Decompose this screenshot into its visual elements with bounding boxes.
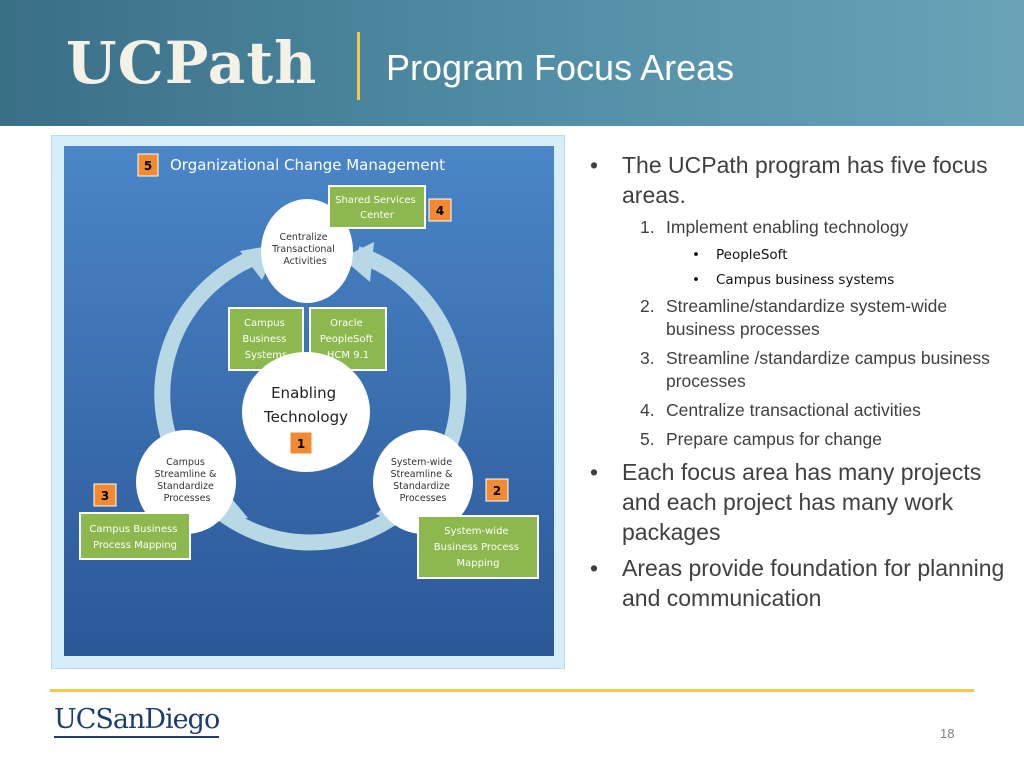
number-badge-4 [428,198,452,222]
bullet-foundation: • Areas provide foundation for planning … [586,553,1006,613]
focus-areas-diagram: 5 Organizational Change Management Centr… [51,135,565,669]
sub-bullet-marker: • [692,272,700,288]
list-number: 2. [640,296,655,316]
campus-business-systems-label: Campus Business Systems [242,318,289,361]
number-badge-5-label: 5 [144,159,152,173]
campus-process-mapping-box [79,512,191,560]
sub-item-peoplesoft: • PeopleSoft [586,245,1006,265]
header-band: UCPath Program Focus Areas [0,0,1024,126]
list-text: Streamline/standardize system-wide busin… [666,296,948,339]
sub-bullet-text: PeopleSoft [716,247,788,263]
bullet-list: • The UCPath program has five focus area… [586,150,1006,619]
focus-area-5: 5. Prepare campus for change [586,428,1006,451]
bullet-text: Each focus area has many projects and ea… [622,459,982,545]
enabling-technology-label: Enabling Technology [263,384,348,426]
focus-area-1: 1. Implement enabling technology [586,216,1006,239]
list-number: 1. [640,217,655,237]
header-divider [357,32,360,100]
oracle-peoplesoft-label: Oracle PeopleSoft HCM 9.1 [320,318,376,361]
list-number: 3. [640,348,655,368]
number-badge-5 [137,153,159,177]
page-number: 18 [940,726,955,741]
list-text: Prepare campus for change [666,429,882,449]
focus-area-4: 4. Centralize transactional activities [586,399,1006,422]
list-text: Centralize transactional activities [666,400,921,420]
list-text: Implement enabling technology [666,217,909,237]
cycle-ring [154,246,467,551]
systemwide-streamline-label: System-wide Streamline & Standardize Pro… [391,457,456,504]
campus-streamline-circle [136,430,236,534]
diagram-canvas: 5 Organizational Change Management Centr… [64,146,554,656]
enabling-technology-circle [242,352,370,472]
bullet-text: The UCPath program has five focus areas. [622,152,988,208]
bullet-projects: • Each focus area has many projects and … [586,457,1006,547]
cycle-arrow-top-right [342,242,374,282]
number-badge-2-label: 2 [493,484,501,498]
ucpath-logo: UCPath [66,29,318,97]
list-number: 5. [640,429,655,449]
systemwide-streamline-circle [373,430,473,534]
systemwide-process-mapping-box [417,515,539,579]
number-badge-1-label: 1 [297,437,305,451]
number-badge-2 [485,478,509,502]
list-text: Streamline /standardize campus business … [666,348,990,391]
slide-title: Program Focus Areas [386,47,735,88]
bullet-marker: • [590,459,599,485]
bullet-marker: • [590,555,599,581]
ocm-title: Organizational Change Management [170,156,445,174]
focus-area-2: 2. Streamline/standardize system-wide bu… [586,295,1006,341]
sub-bullet-marker: • [692,247,700,263]
focus-area-3: 3. Streamline /standardize campus busine… [586,347,1006,393]
footer-divider [50,689,974,692]
uc-san-diego-logo: UCSanDiego [54,705,220,738]
number-badge-4-label: 4 [436,204,444,218]
bullet-five-focus-areas: • The UCPath program has five focus area… [586,150,1006,210]
number-badge-3 [93,483,117,507]
systemwide-process-mapping-label: System-wide Business Process Mapping [434,526,522,569]
bullet-marker: • [590,152,599,178]
focus-area-list: 1. Implement enabling technology • Peopl… [586,216,1006,451]
sub-item-campus-business-systems: • Campus business systems [586,270,1006,290]
shared-services-label: Shared Services Center [335,195,419,221]
number-badge-3-label: 3 [101,489,109,503]
list-number: 4. [640,400,655,420]
sub-bullet-text: Campus business systems [716,272,895,288]
number-badge-1 [289,431,313,455]
bullet-text: Areas provide foundation for planning an… [622,555,1005,611]
campus-process-mapping-label: Campus Business Process Mapping [89,524,180,551]
shared-services-box [328,185,426,229]
centralize-label: Centralize Transactional Activities [271,232,338,267]
campus-streamline-label: Campus Streamline & Standardize Processe… [155,457,220,504]
